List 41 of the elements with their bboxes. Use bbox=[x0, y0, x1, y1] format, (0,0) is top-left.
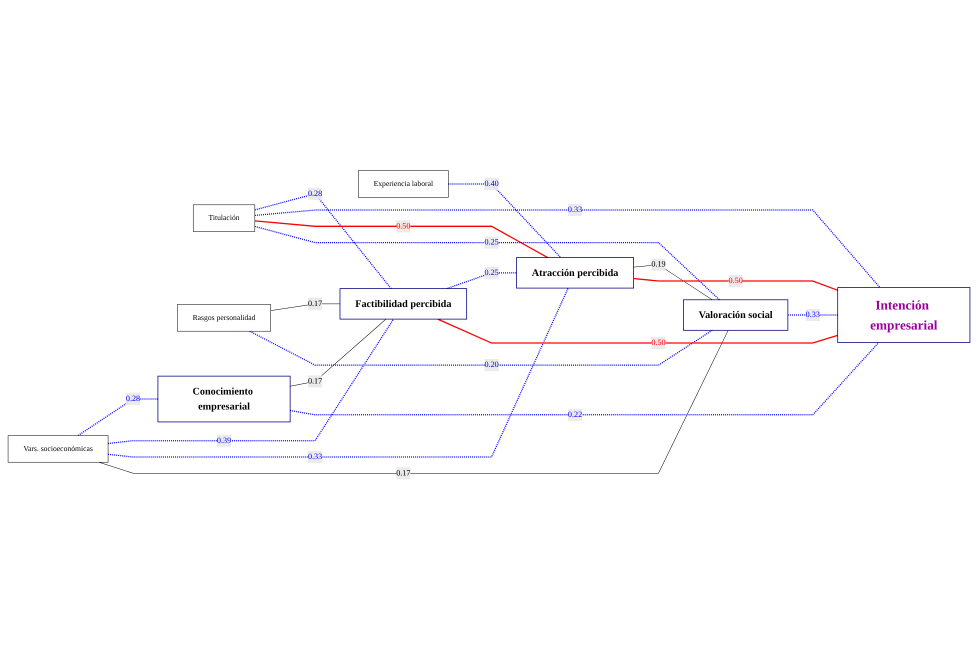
connector bbox=[254, 192, 392, 288]
connector bbox=[437, 318, 838, 344]
connector bbox=[249, 329, 712, 366]
edge-label: 0.25 bbox=[484, 268, 499, 276]
connector bbox=[108, 287, 569, 458]
edge-label: 0.17 bbox=[308, 298, 322, 308]
connector bbox=[254, 208, 880, 288]
node-box: Factibilidad percibida bbox=[340, 288, 468, 319]
edge-label: 0.22 bbox=[568, 410, 582, 418]
node-box: Intención empresarial bbox=[837, 286, 970, 342]
node-box: Atracción percibida bbox=[516, 256, 634, 288]
connector bbox=[254, 225, 720, 300]
edge-label: 0.17 bbox=[308, 376, 322, 385]
connector bbox=[448, 182, 562, 258]
node-box: Valoración social bbox=[683, 298, 788, 330]
edge-label: 0.20 bbox=[484, 360, 499, 369]
connector bbox=[633, 264, 713, 300]
edge-label: 0.33 bbox=[806, 310, 820, 319]
connector bbox=[78, 398, 158, 436]
connector bbox=[98, 330, 728, 474]
connector bbox=[290, 318, 386, 386]
edge-label: 0.39 bbox=[216, 436, 232, 444]
edge-label: 0.19 bbox=[651, 260, 666, 268]
edge-label: 0.40 bbox=[484, 178, 499, 188]
connector bbox=[788, 314, 838, 316]
edge-label: 0.28 bbox=[308, 188, 322, 198]
connector bbox=[270, 303, 340, 310]
connector bbox=[634, 277, 838, 290]
node-box: Conocimiento empresarial bbox=[158, 375, 291, 422]
edge-label: 0.50 bbox=[728, 276, 743, 285]
edge-label: 0.33 bbox=[568, 204, 582, 214]
connector bbox=[254, 220, 548, 258]
edge-label: 0.50 bbox=[396, 221, 410, 230]
edge-label: 0.50 bbox=[651, 338, 666, 347]
connector bbox=[108, 318, 394, 444]
connector bbox=[290, 342, 880, 415]
edge-label: 0.33 bbox=[308, 452, 322, 461]
connector bbox=[446, 272, 517, 289]
edge-label: 0.25 bbox=[484, 238, 499, 246]
edge-label: 0.28 bbox=[126, 394, 140, 403]
edge-label: 0.17 bbox=[396, 468, 410, 477]
